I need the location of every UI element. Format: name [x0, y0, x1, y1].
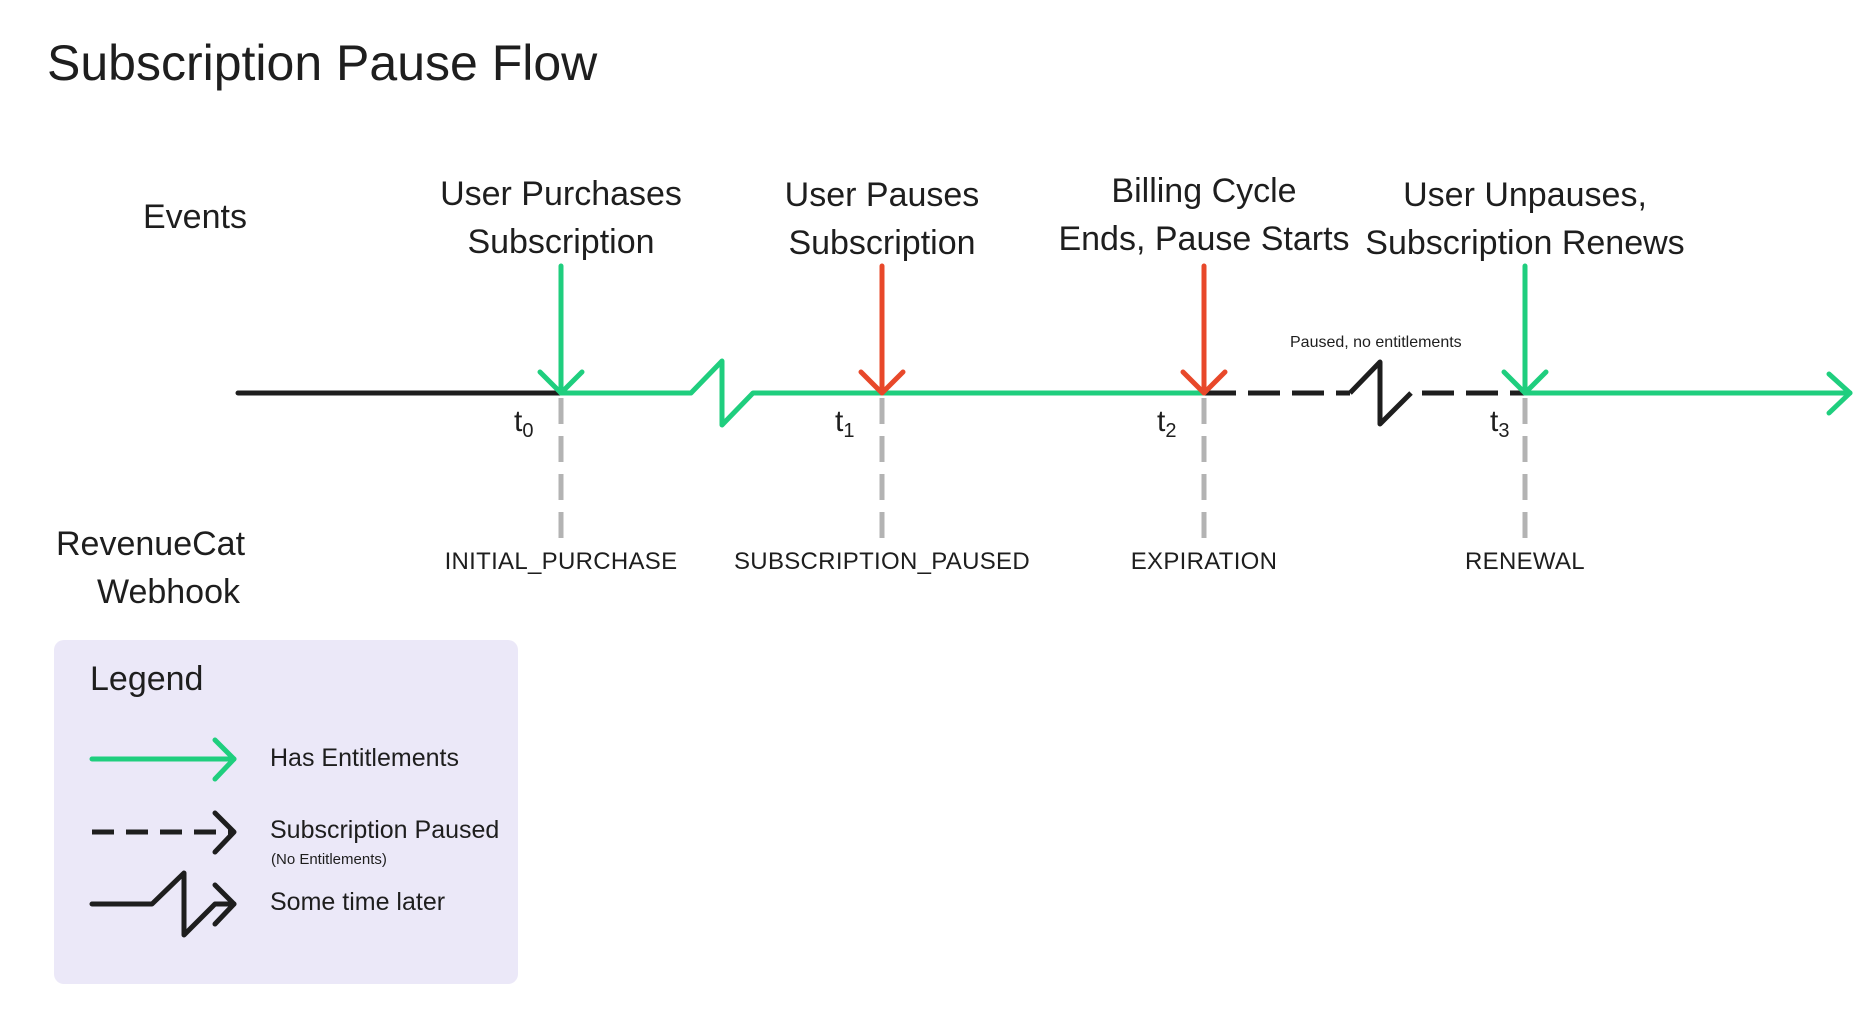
event-label-unpause: User Unpauses, Subscription Renews [1365, 176, 1685, 262]
timeline-renewed-segment [1522, 371, 1853, 416]
legend-box: Legend Has Entitlements Subscription Pau… [54, 640, 518, 984]
webhook-row-label-line1: RevenueCat [56, 525, 246, 563]
time-break-arrow-icon [89, 870, 237, 938]
webhook-initial-purchase: INITIAL_PURCHASE [444, 548, 678, 575]
time-marker-t3: t3 [1490, 405, 1510, 442]
event-arrow-pause [858, 263, 906, 396]
time-marker-t1: t1 [835, 405, 855, 442]
webhook-expiration: EXPIRATION [1130, 548, 1278, 575]
dashed-arrow-icon [92, 810, 237, 855]
event-arrow-billing-end [1180, 263, 1228, 396]
event-label-pause: User Pauses Subscription [784, 176, 980, 262]
legend-item-has-entitlements: Has Entitlements [270, 744, 459, 772]
green-arrow-icon [89, 737, 237, 782]
webhook-renewal: RENEWAL [1465, 548, 1585, 575]
webhook-row-label: RevenueCat Webhook [56, 520, 246, 616]
time-marker-t0: t0 [514, 405, 534, 442]
legend-title: Legend [90, 660, 204, 698]
event-arrow-unpause [1501, 263, 1549, 396]
legend-icons [89, 737, 237, 938]
legend-item-some-time-later: Some time later [270, 888, 446, 916]
webhook-drop-lines [558, 398, 1528, 545]
event-arrow-purchase [537, 263, 585, 396]
event-label-purchase: User Purchases Subscription [440, 175, 682, 261]
webhook-subscription-paused: SUBSCRIPTION_PAUSED [734, 548, 1030, 575]
events-row-label: Events [143, 198, 247, 236]
timeline-active-segment [558, 358, 1207, 428]
diagram-title: Subscription Pause Flow [47, 35, 598, 91]
legend-item-subscription-paused: Subscription Paused [270, 816, 500, 844]
timeline-paused-segment [1204, 359, 1525, 427]
legend-item-paused-sublabel: (No Entitlements) [271, 851, 387, 868]
paused-note: Paused, no entitlements [1290, 334, 1462, 351]
event-label-billing-end: Billing Cycle Ends, Pause Starts [1058, 172, 1350, 258]
webhook-row-label-line2: Webhook [96, 573, 240, 611]
timeline-end-arrowhead [1826, 371, 1853, 416]
time-marker-t2: t2 [1157, 405, 1177, 442]
